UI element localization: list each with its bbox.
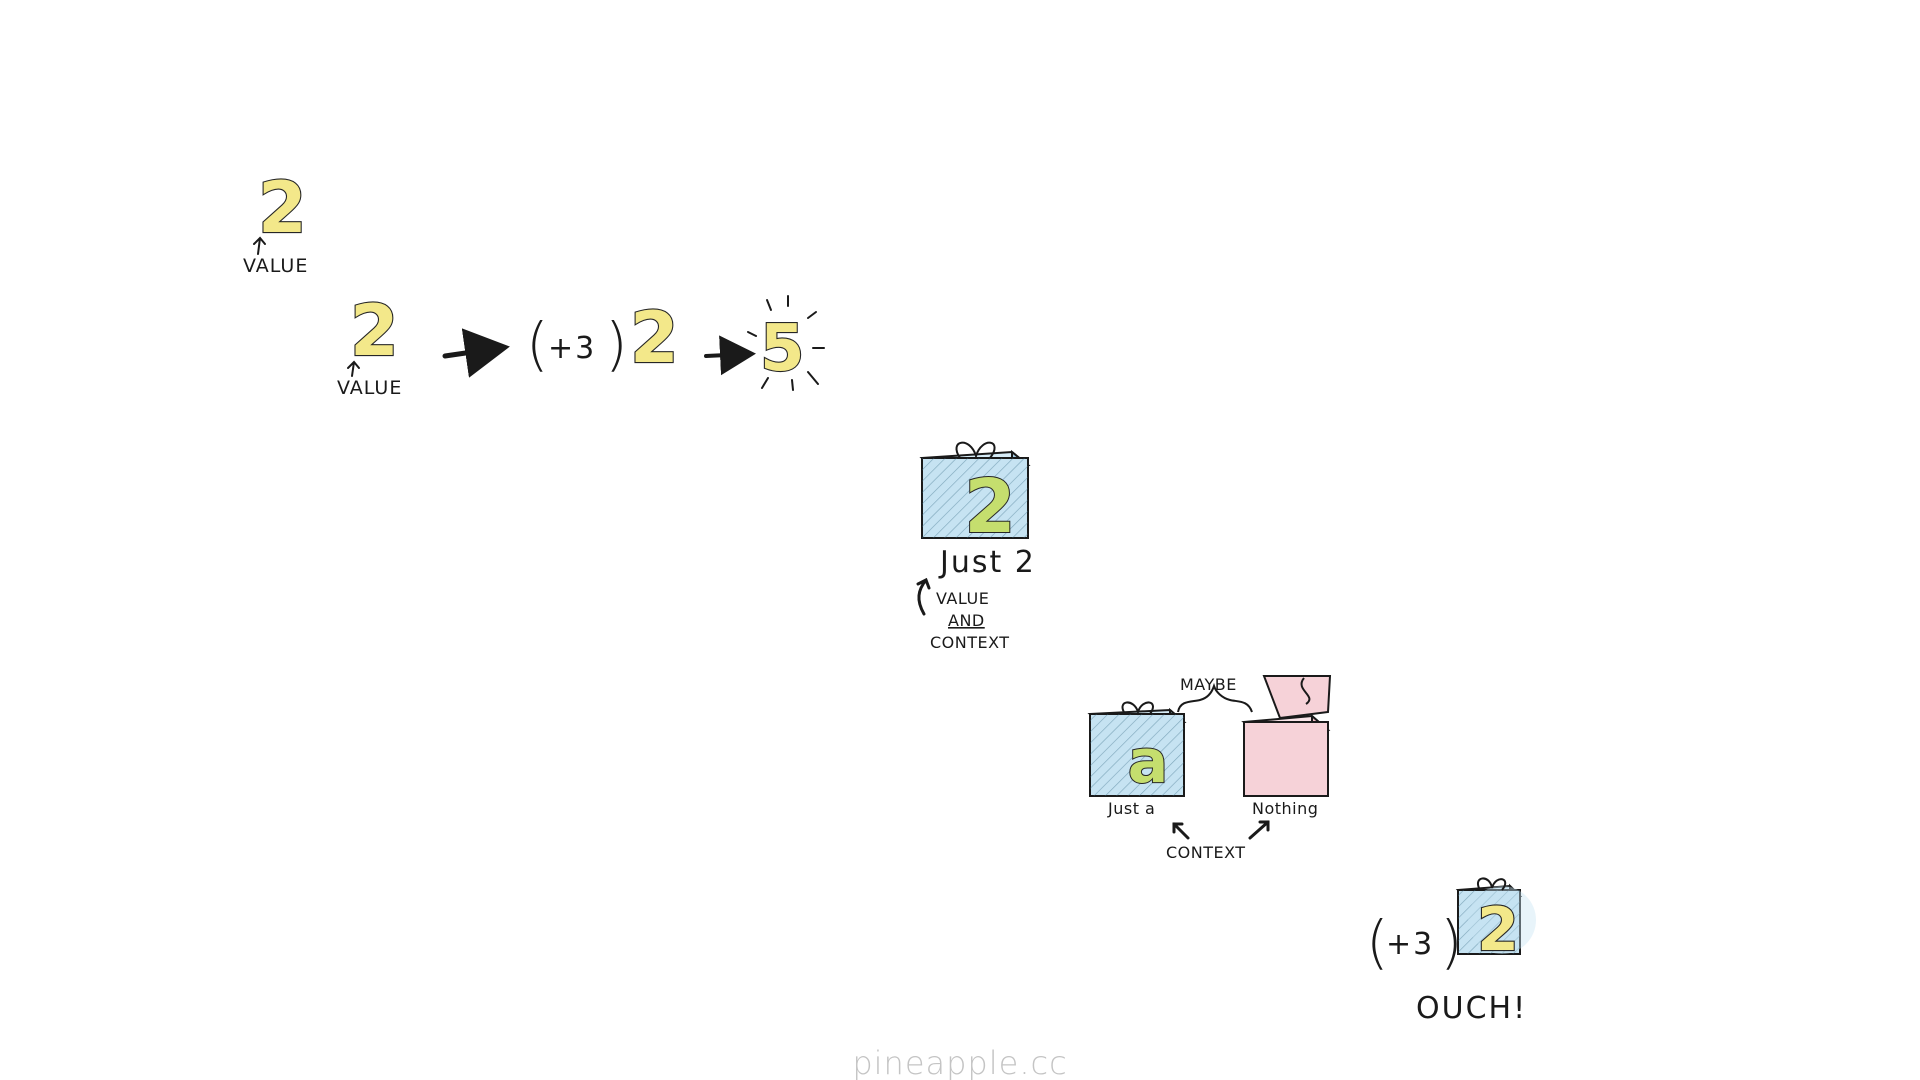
arrow-to-result [704,335,756,376]
maybe-brace [1177,682,1253,713]
boxed-value: 2 Just 2 VALUE AND CONTEXT [916,441,1036,652]
boxed-caption: Just 2 [938,545,1036,580]
just-box-digit: a [1128,727,1169,797]
ouch-exclaim: OUCH! [1416,991,1527,1026]
arrow-to-function [442,328,510,378]
note-value: VALUE [936,589,989,608]
ouch-group: ( +3 ) 2 OUCH! [1366,877,1536,1026]
just-caption: Just a [1107,799,1155,818]
maybe-brace-label: MAYBE [1180,675,1237,694]
result-digit: 5 [760,312,805,386]
note-context: CONTEXT [930,633,1010,652]
ouch-close-paren: ) [1440,908,1463,976]
func-body: +3 [548,331,596,366]
maybe-group: MAYBE a Just a Nothing CONTEXT [1087,675,1332,862]
result-sparkle-icon [747,295,825,391]
blue-gift-box-icon [919,441,1031,539]
nothing-box-icon [1241,675,1332,797]
value-label: VALUE [243,255,308,277]
note-and: AND [948,611,985,630]
ouch-open-paren: ( [1366,908,1389,976]
applied-digit: 2 [630,297,679,379]
just-box-icon [1087,701,1187,797]
ouch-box-icon [1455,877,1536,955]
context-arrow-left [1172,822,1190,840]
context-label: CONTEXT [1166,843,1246,862]
input-digit: 2 [350,290,399,372]
watermark: pineapple.cc [852,1044,1068,1080]
func-open-paren: ( [526,310,549,378]
input-label: VALUE [337,377,402,399]
context-pointer-arrow [916,577,931,616]
func-close-paren: ) [605,310,628,378]
input-pointer-arrow [347,360,360,377]
value-digit: 2 [258,167,307,249]
function-application-row: 2 VALUE ( +3 ) 2 5 [337,289,825,399]
value-standalone: 2 VALUE [243,166,308,277]
nothing-caption: Nothing [1252,799,1318,818]
ouch-func-body: +3 [1386,927,1434,962]
value-pointer-arrow [253,236,266,255]
boxed-digit: 2 [964,464,1016,550]
context-arrow-right [1248,820,1270,840]
ouch-boxed-digit: 2 [1477,895,1519,965]
